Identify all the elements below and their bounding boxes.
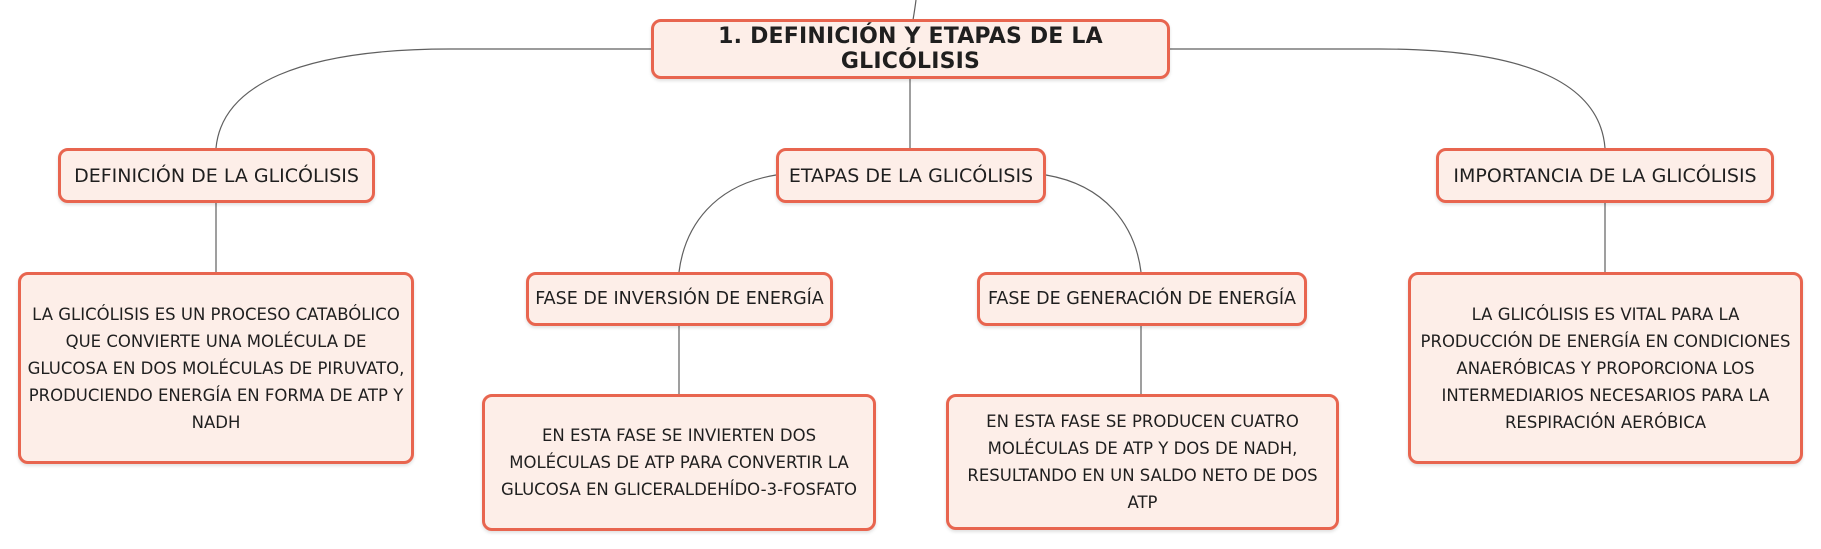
definicion-detail-text: LA GLICÓLISIS ES UN PROCESO CATABÓLICO Q… [27, 304, 405, 432]
connector-root-to-importancia [1170, 48, 1606, 149]
inversion-node[interactable]: FASE DE INVERSIÓN DE ENERGÍA [526, 272, 833, 326]
root-node[interactable]: 1. DEFINICIÓN Y ETAPAS DE LA GLICÓLISIS [651, 19, 1170, 79]
definicion-detail-node[interactable]: LA GLICÓLISIS ES UN PROCESO CATABÓLICO Q… [18, 272, 414, 464]
etapas-node[interactable]: ETAPAS DE LA GLICÓLISIS [776, 148, 1046, 203]
definicion-node[interactable]: DEFINICIÓN DE LA GLICÓLISIS [58, 148, 375, 203]
connector-parent-to-root [912, 0, 917, 21]
importancia-detail-text: LA GLICÓLISIS ES VITAL PARA LA PRODUCCIÓ… [1420, 304, 1791, 432]
importancia-detail-node[interactable]: LA GLICÓLISIS ES VITAL PARA LA PRODUCCIÓ… [1408, 272, 1803, 464]
generacion-detail-node[interactable]: EN ESTA FASE SE PRODUCEN CUATRO MOLÉCULA… [946, 394, 1339, 530]
connector-etapas-to-generacion [1045, 174, 1142, 273]
importancia-node[interactable]: IMPORTANCIA DE LA GLICÓLISIS [1436, 148, 1774, 203]
inversion-detail-text: EN ESTA FASE SE INVIERTEN DOS MOLÉCULAS … [500, 426, 858, 499]
definicion-node-label: DEFINICIÓN DE LA GLICÓLISIS [74, 164, 359, 187]
root-node-label: 1. DEFINICIÓN Y ETAPAS DE LA GLICÓLISIS [718, 24, 1103, 74]
etapas-node-label: ETAPAS DE LA GLICÓLISIS [788, 164, 1034, 187]
importancia-node-label: IMPORTANCIA DE LA GLICÓLISIS [1453, 164, 1757, 187]
generacion-detail-text: EN ESTA FASE SE PRODUCEN CUATRO MOLÉCULA… [967, 412, 1318, 512]
connector-root-to-definicion [215, 48, 651, 149]
inversion-node-label: FASE DE INVERSIÓN DE ENERGÍA [535, 289, 824, 309]
generacion-node-label: FASE DE GENERACIÓN DE ENERGÍA [987, 289, 1297, 309]
connector-etapas-to-inversion [678, 174, 777, 273]
inversion-detail-node[interactable]: EN ESTA FASE SE INVIERTEN DOS MOLÉCULAS … [482, 394, 876, 531]
generacion-node[interactable]: FASE DE GENERACIÓN DE ENERGÍA [977, 272, 1307, 326]
